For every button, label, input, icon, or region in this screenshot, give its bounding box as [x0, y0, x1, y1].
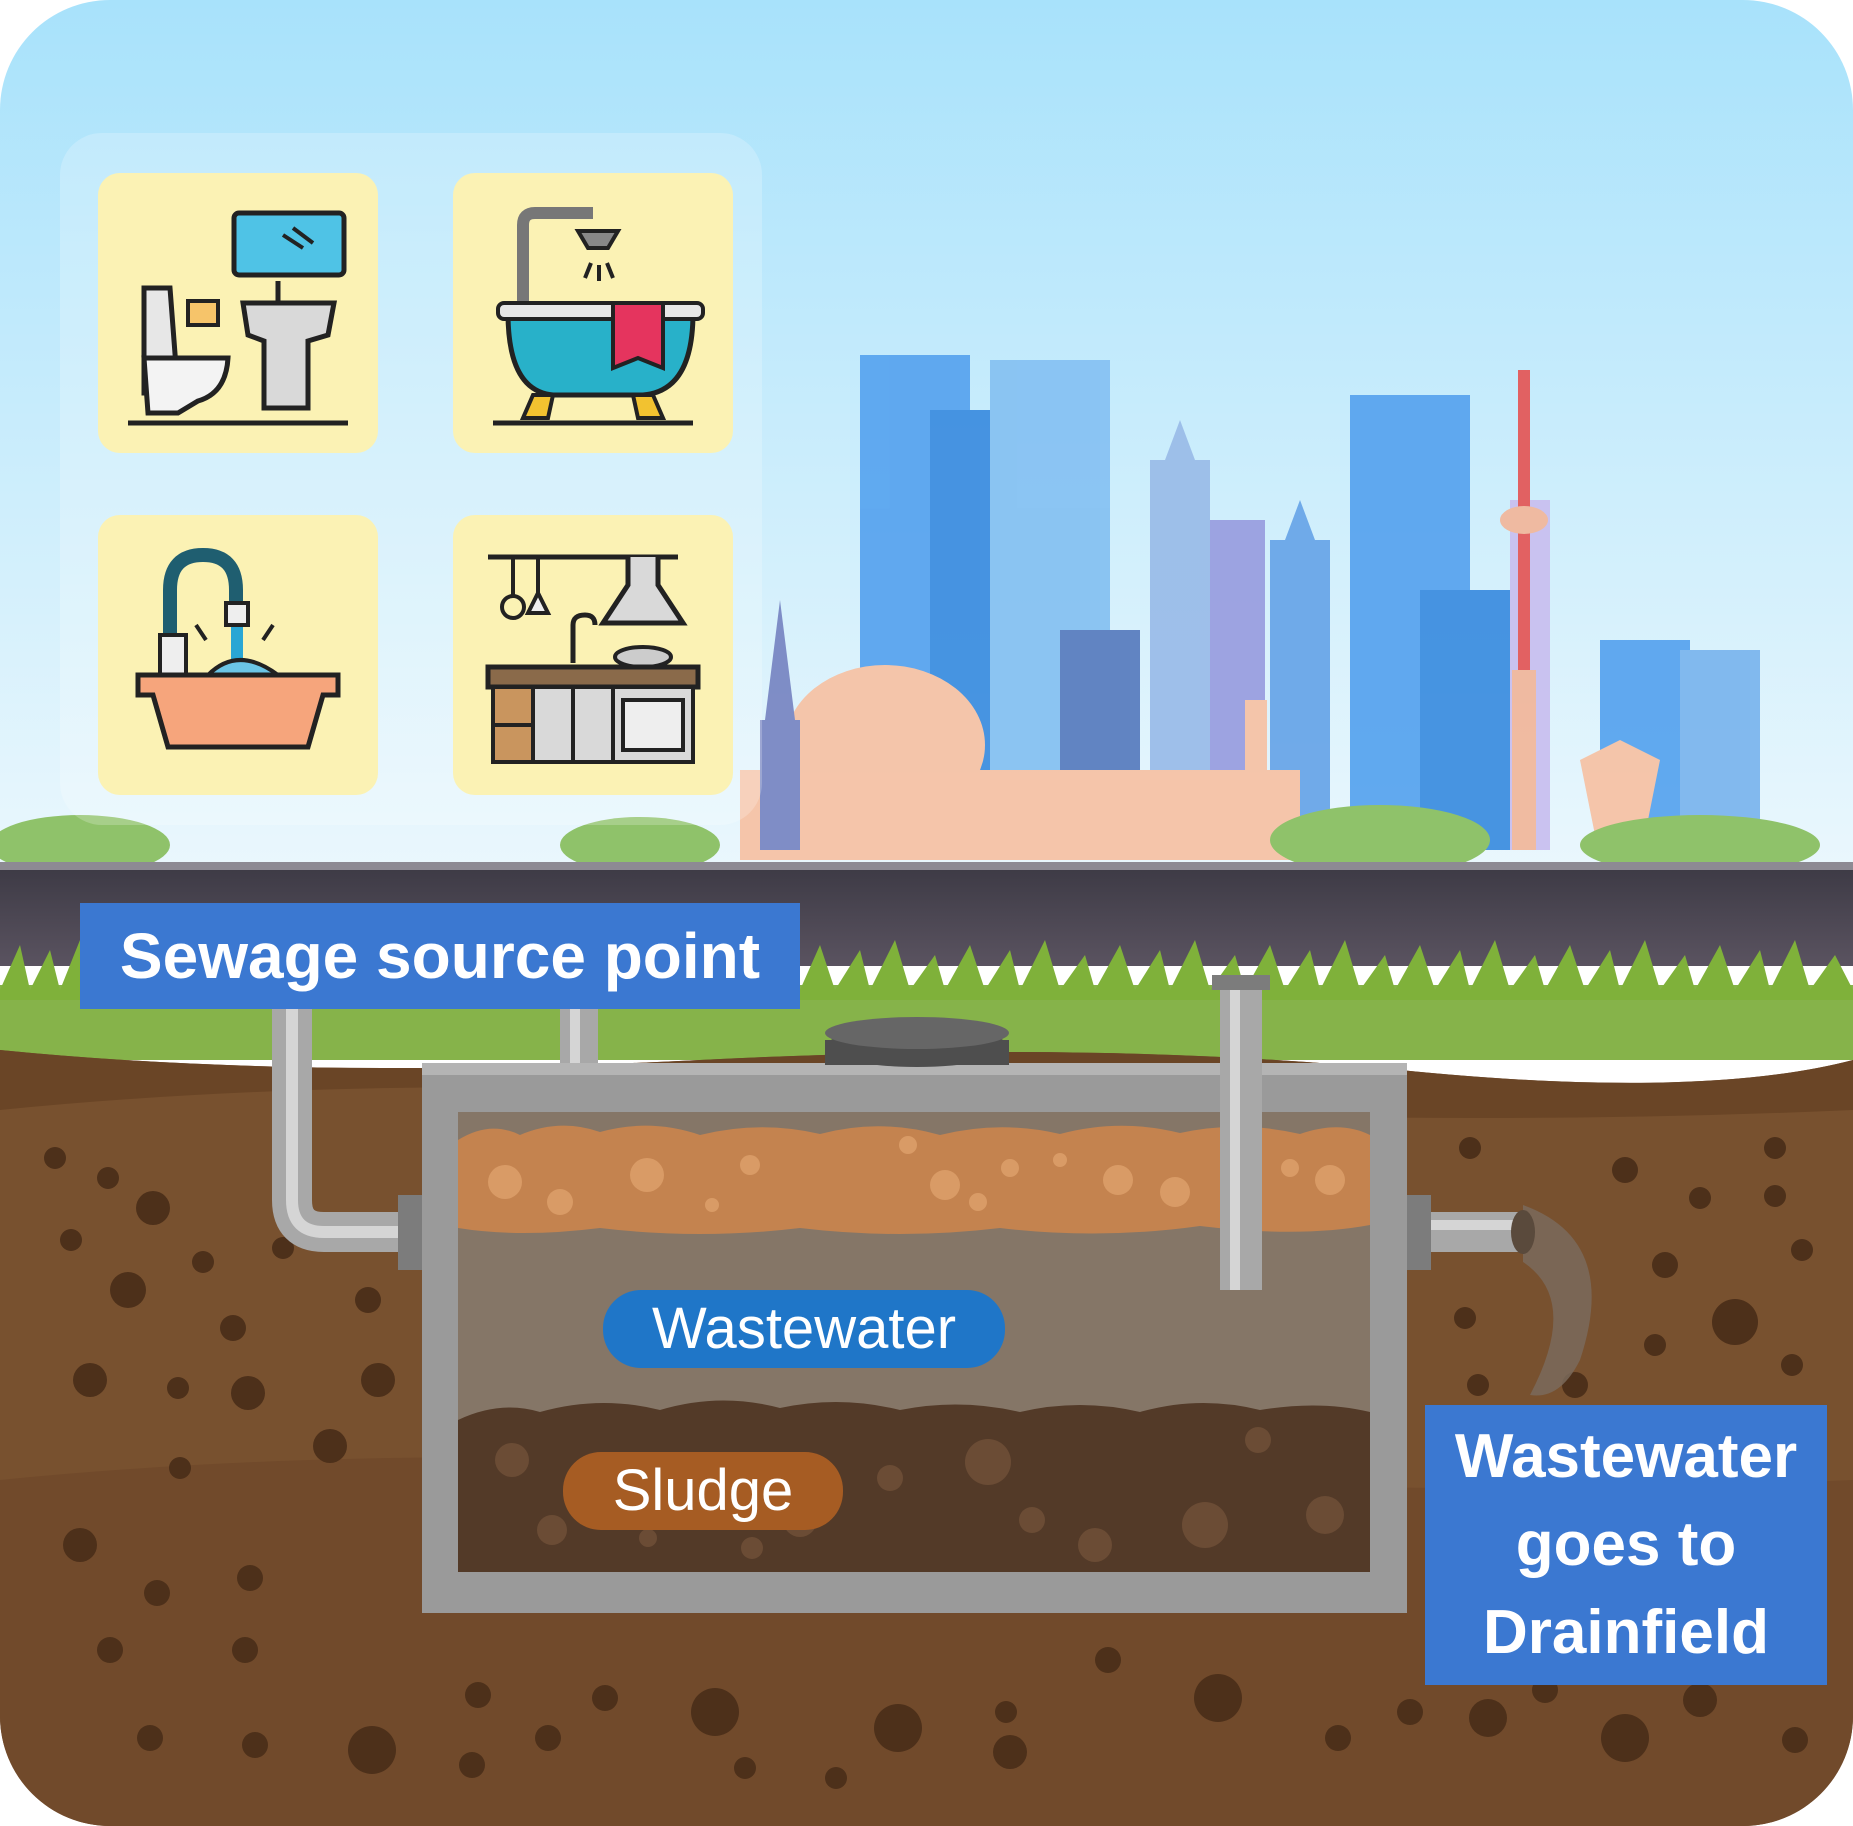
sewage-sources-panel — [60, 133, 762, 825]
kitchen-counter-icon — [453, 515, 733, 795]
sewage-source-label: Sewage source point — [80, 903, 800, 1009]
wastewater-layer-label: Wastewater — [603, 1290, 1005, 1368]
bathtub-shower-icon — [453, 173, 733, 453]
drainfield-label-line-1: Wastewater — [1425, 1413, 1827, 1501]
sludge-layer-label: Sludge — [563, 1452, 843, 1530]
drainfield-label-line-3: Drainfield — [1425, 1589, 1827, 1677]
drainfield-label-line-2: goes to — [1425, 1501, 1827, 1589]
kitchen-sink-icon — [98, 515, 378, 795]
toilet-sink-icon — [98, 173, 378, 453]
drainfield-label: Wastewater goes to Drainfield — [1425, 1405, 1827, 1685]
